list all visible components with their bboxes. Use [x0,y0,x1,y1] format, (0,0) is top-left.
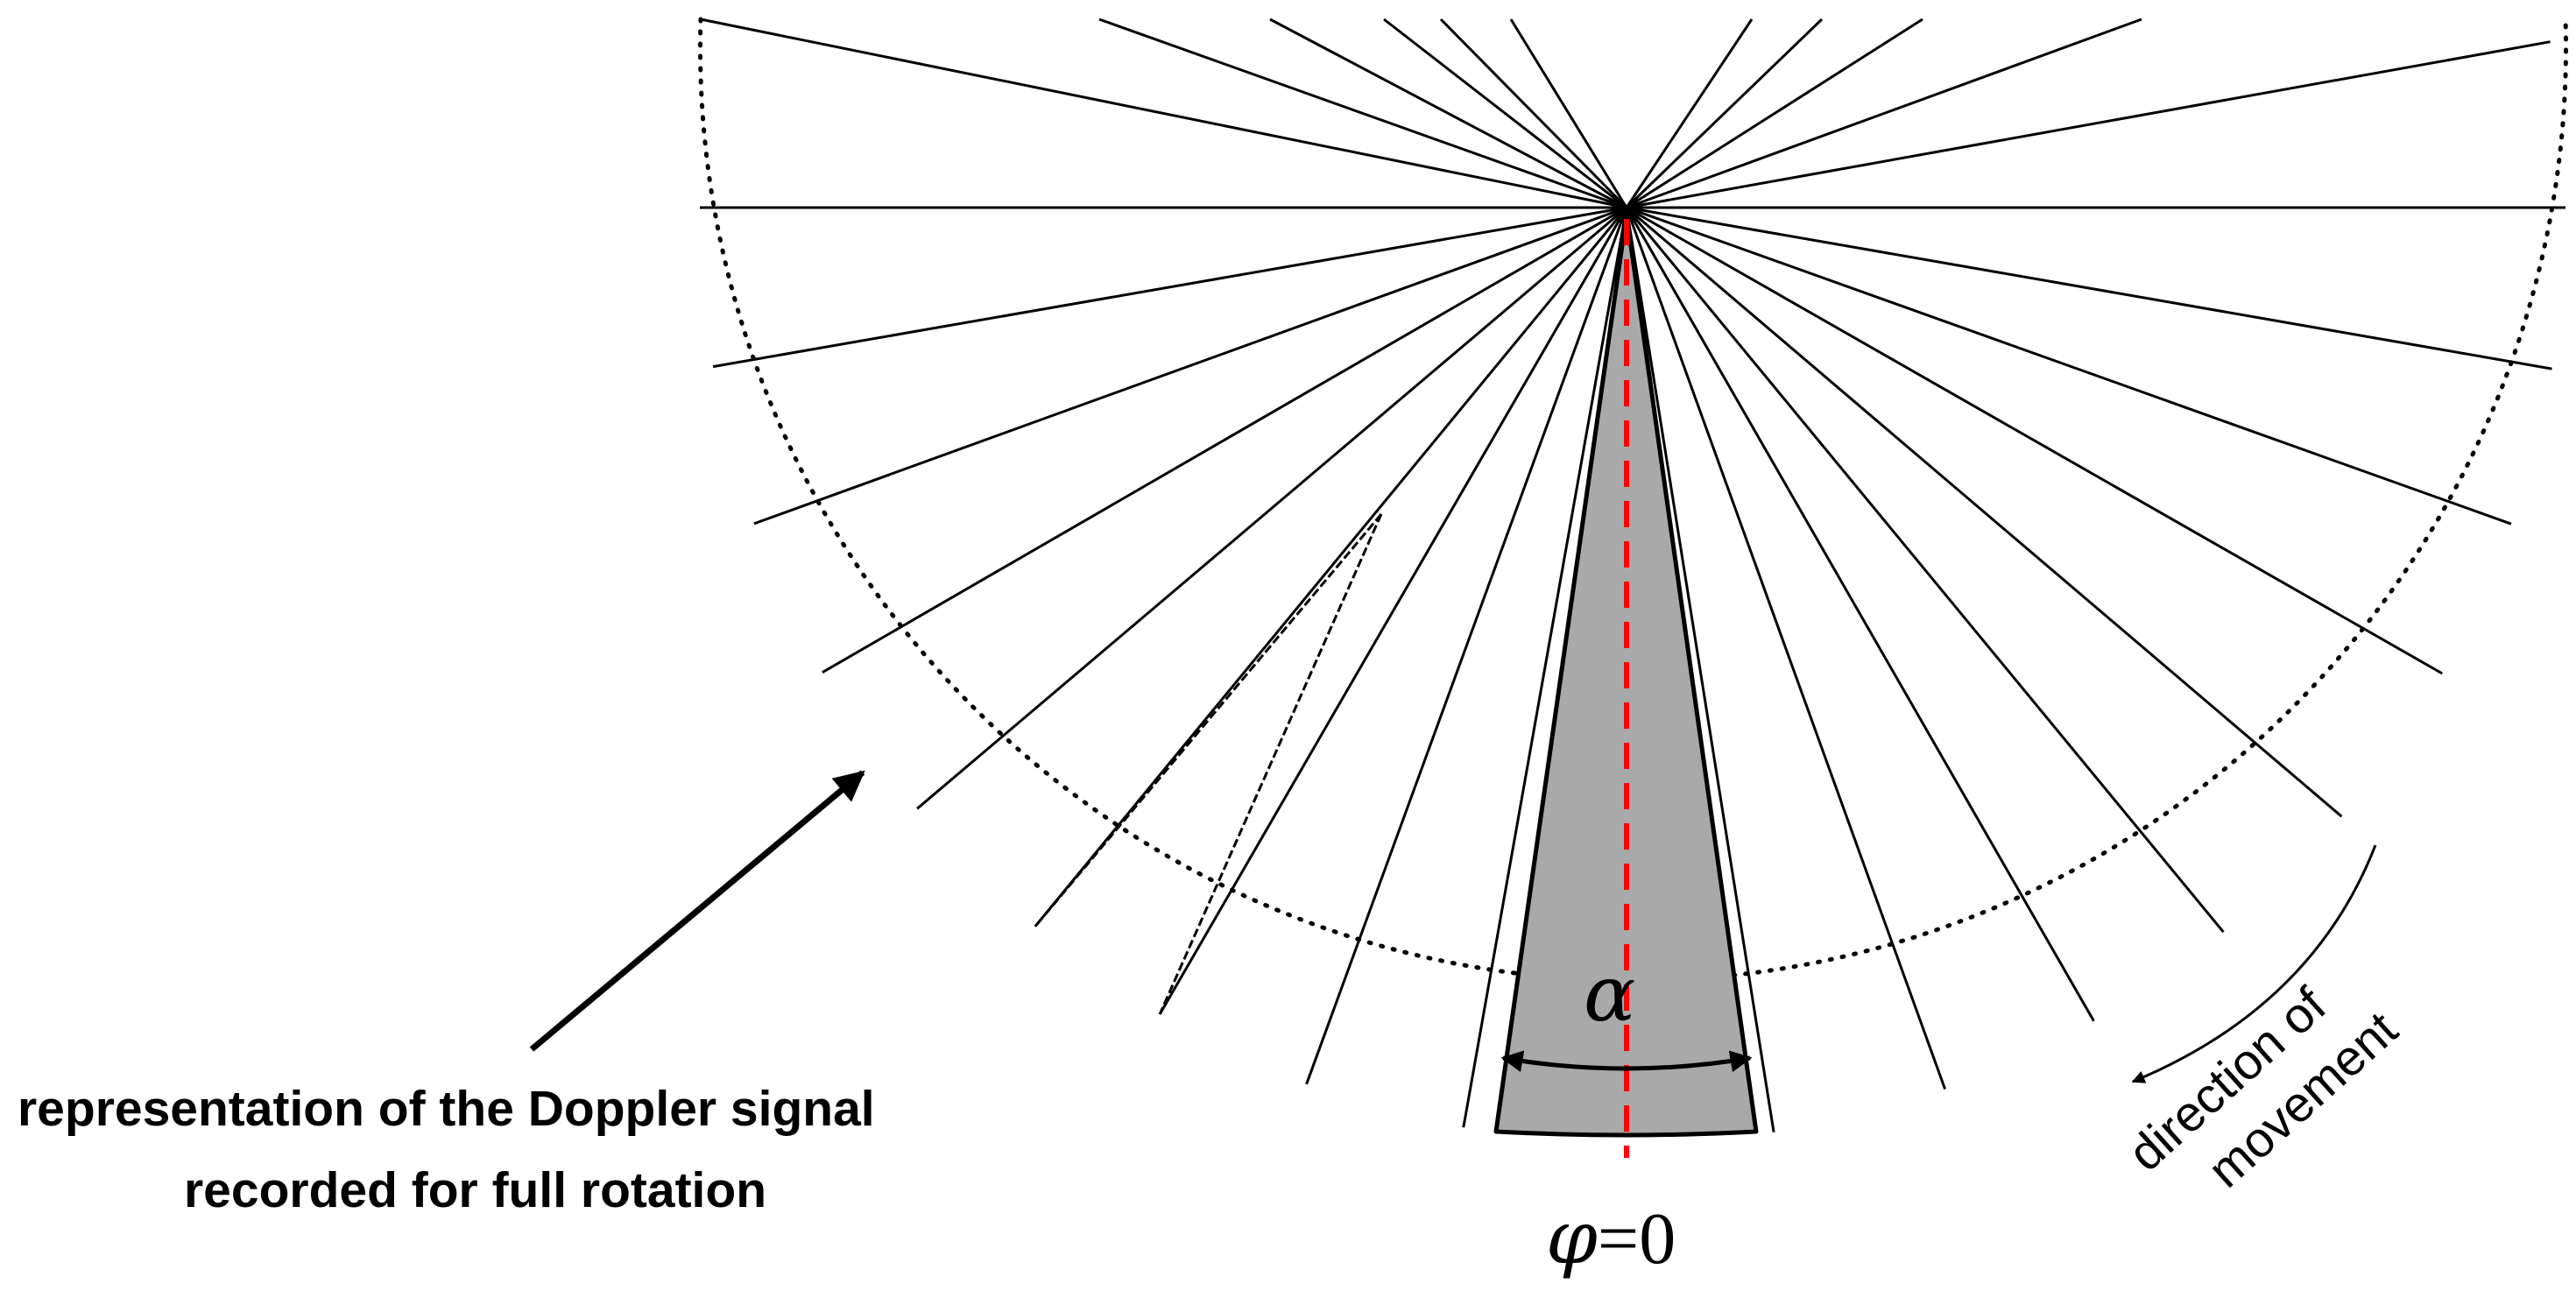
alpha-angle-arc [1500,1050,1753,1073]
radial-line [1626,206,2444,675]
radial-line [1626,40,2551,209]
radial-line [1626,206,2552,370]
signal-pointer-arrow [529,770,865,1052]
radial-line [1383,18,1627,209]
alpha-label: α [1584,949,1635,1039]
radial-line [1625,18,1824,209]
radial-line [1625,207,2225,934]
radial-line [712,206,1627,369]
radial-line [1439,18,1628,209]
radial-line [822,206,1627,674]
radial-line-dashed [1158,513,1383,1015]
signal-label-line1: representation of the Doppler signal [18,1081,875,1137]
phi-zero-label: φ=0 [1546,1195,1676,1280]
radial-line [1158,207,1628,1015]
radial-line [1625,207,1775,1132]
radial-line [1626,18,1923,209]
radial-line [1034,207,1628,928]
radial-line [1625,18,1754,208]
radial-line [1098,18,1627,209]
phi-symbol: φ [1546,1195,1598,1280]
movement-direction-arrow [2131,844,2377,1083]
radial-line [1626,206,2343,818]
movement-label: direction of movement [2118,977,2409,1198]
radial-line [1626,206,2512,526]
radial-lines [700,18,2565,1132]
radial-line [700,18,1627,209]
phi-value: =0 [1598,1198,1676,1280]
radial-line [1626,18,2142,209]
radial-line [916,206,1627,810]
outer-dotted-circle [698,17,2568,984]
radial-line-dashed [1034,513,1383,928]
signal-label-line2: recorded for full rotation [184,1162,766,1218]
radial-line [1269,18,1627,209]
radial-line [1509,18,1628,208]
radial-line [753,206,1627,526]
radial-line [1625,207,2095,1022]
radial-line [1462,207,1628,1128]
